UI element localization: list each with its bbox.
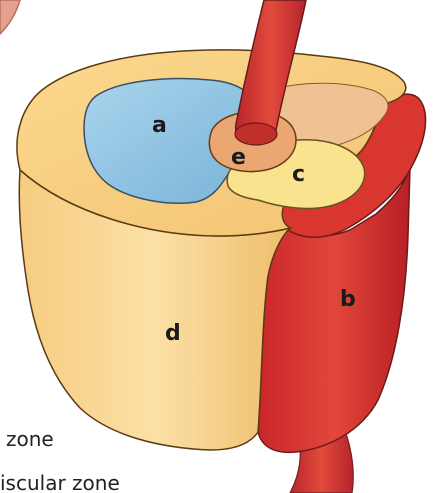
- label-e: e: [231, 145, 246, 170]
- adjacent-structure-edge: [0, 0, 20, 34]
- urethra-opening: [235, 123, 277, 145]
- label-b: b: [340, 287, 356, 312]
- label-c: c: [292, 162, 305, 187]
- label-d: d: [165, 321, 181, 346]
- legend-text-1: zone: [6, 427, 54, 451]
- legend-text-2: iscular zone: [0, 471, 120, 493]
- label-a: a: [152, 113, 167, 138]
